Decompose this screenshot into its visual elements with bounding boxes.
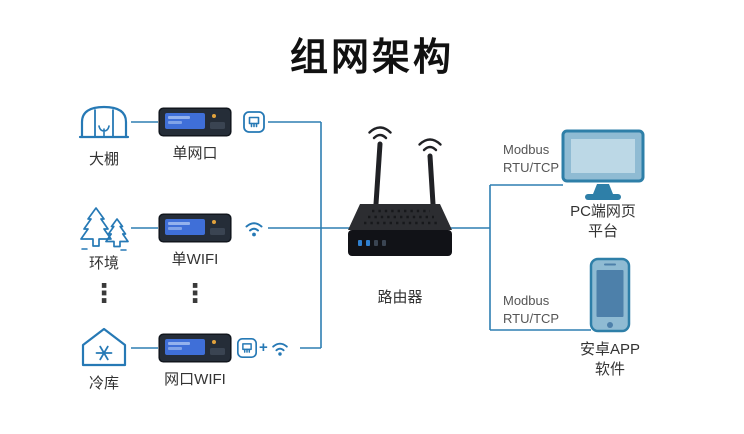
pc-label-line-2: 平台 — [587, 223, 618, 240]
rtu-device-single-lan-image — [158, 107, 232, 137]
device-label-single-lan: 单网口 — [172, 145, 218, 162]
lan-port-icon — [243, 111, 265, 133]
protocol-label-pc: Modbus RTU/TCP — [503, 141, 559, 177]
protocol-line-2: RTU/TCP — [503, 160, 560, 175]
greenhouse-icon — [78, 105, 130, 139]
lan-plus-wifi-icon-group: + — [236, 337, 291, 359]
protocol-line-2: RTU/TCP — [503, 311, 560, 326]
node-label-greenhouse: 大棚 — [88, 151, 119, 168]
android-phone-icon — [589, 257, 631, 333]
router-label: 路由器 — [377, 289, 423, 306]
wifi-icon — [245, 222, 263, 237]
node-label-environment: 环境 — [88, 255, 119, 272]
snowflake-house-icon — [81, 327, 127, 367]
router-image — [348, 126, 452, 256]
android-label-line-1: 安卓APP — [579, 341, 640, 358]
device-column-ellipsis: ⋮ — [182, 278, 208, 308]
pc-monitor-icon — [561, 129, 645, 200]
device-label-lan-wifi: 网口WIFI — [164, 371, 226, 388]
lan-port-icon — [237, 338, 257, 358]
protocol-label-android: Modbus RTU/TCP — [503, 292, 559, 328]
endpoint-label-pc: PC端网页 平台 — [545, 202, 661, 242]
endpoint-label-android: 安卓APP 软件 — [552, 340, 668, 380]
device-label-single-wifi: 单WIFI — [171, 251, 219, 268]
pc-label-line-1: PC端网页 — [570, 203, 636, 220]
pine-trees-icon — [80, 207, 129, 251]
rtu-device-single-wifi-image — [158, 213, 232, 243]
rtu-device-lan-wifi-image — [158, 333, 232, 363]
left-column-ellipsis: ⋮ — [91, 278, 117, 308]
wifi-icon — [271, 342, 288, 356]
protocol-line-1: Modbus — [503, 293, 550, 308]
android-label-line-2: 软件 — [594, 361, 625, 378]
protocol-line-1: Modbus — [503, 142, 550, 157]
node-label-cold-storage: 冷库 — [88, 375, 119, 392]
plus-sign: + — [259, 339, 268, 356]
page-title: 组网架构 — [289, 37, 454, 79]
